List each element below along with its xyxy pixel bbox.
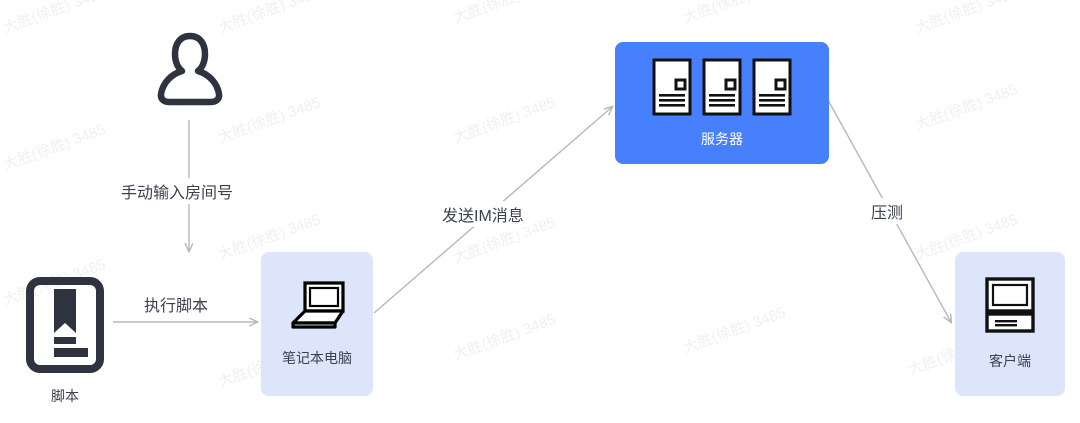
server-rack-icon	[702, 58, 742, 116]
node-laptop: 笔记本电脑	[261, 252, 373, 396]
node-server-label: 服务器	[701, 131, 743, 147]
edge-label-stress-test: 压测	[866, 198, 909, 224]
edge-label-send-im-message: 发送IM消息	[437, 201, 529, 227]
desktop-computer-icon	[984, 276, 1036, 334]
node-server: 服务器	[615, 42, 829, 164]
edge-label-execute-script: 执行脚本	[139, 291, 214, 317]
node-client-label: 客户端	[989, 353, 1031, 369]
laptop-icon	[285, 277, 349, 333]
edge-label-manual-room-number: 手动输入房间号	[116, 178, 239, 204]
node-laptop-label: 笔记本电脑	[282, 350, 352, 366]
node-user	[152, 28, 228, 110]
node-script	[26, 277, 104, 373]
user-icon	[152, 28, 228, 110]
server-rack-icon	[652, 58, 692, 116]
server-rack-group	[652, 58, 792, 116]
node-script-label: 脚本	[51, 388, 79, 404]
node-client: 客户端	[955, 252, 1065, 396]
script-book-icon	[26, 277, 104, 373]
server-rack-icon	[752, 58, 792, 116]
